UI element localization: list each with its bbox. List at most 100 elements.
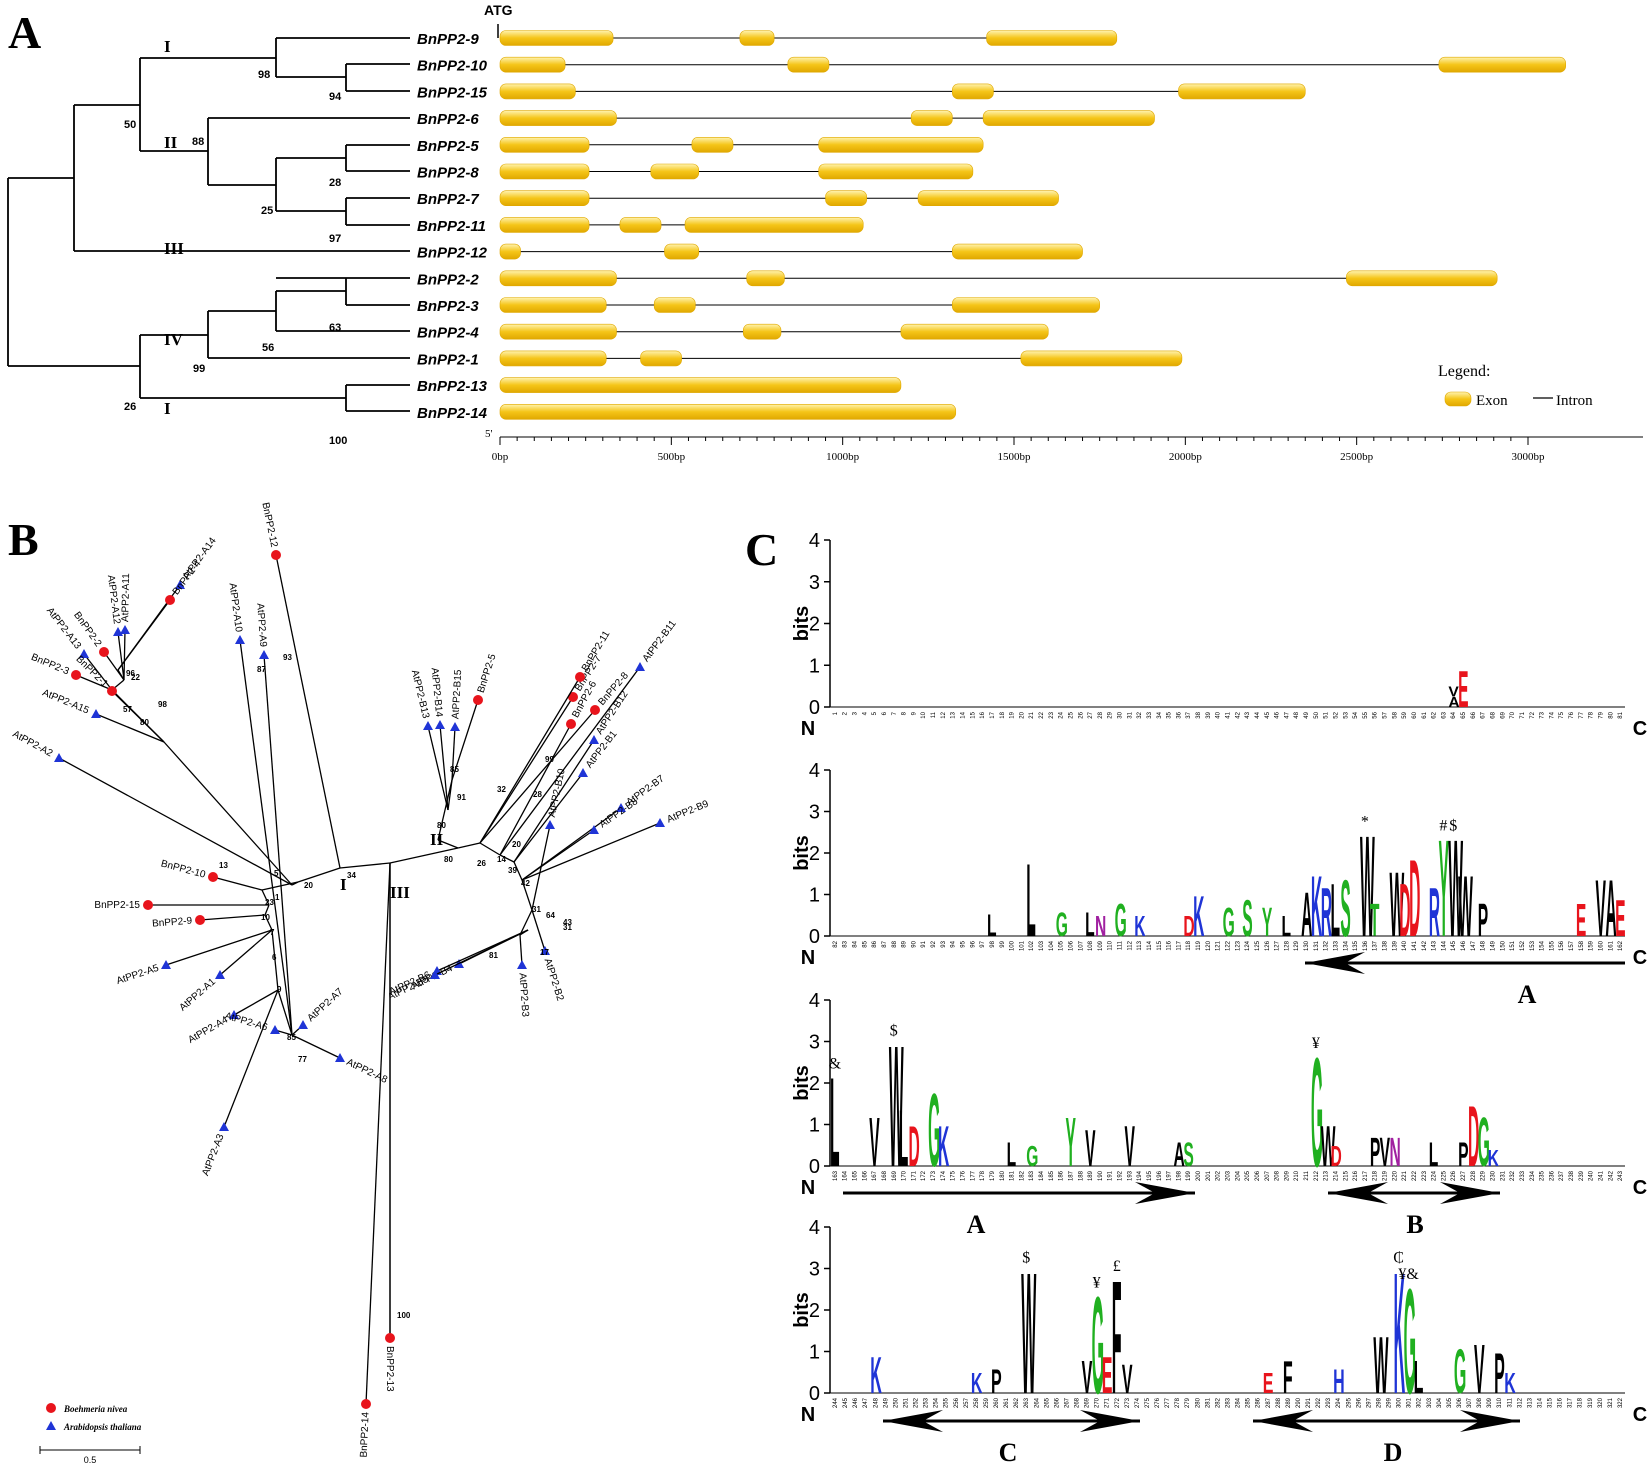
logo-position-label: 174 [941,1170,947,1181]
logo-position-label: 52 [1333,711,1339,718]
logo-position-label: 233 [1520,1170,1526,1181]
logo-position-label: 110 [1108,940,1114,950]
logo-position-label: 301 [1407,1397,1413,1408]
tree-branch [123,629,126,681]
logo-position-label: 13 [951,711,957,718]
bootstrap-value: 23 [265,898,274,907]
tree-branch [264,914,273,931]
logo-residue: D [1468,1089,1479,1185]
gene-label: BnPP2-8 [417,165,479,182]
boehmeria-marker [99,647,109,657]
arabidopsis-marker [270,1025,280,1034]
exon-box [1178,83,1306,100]
logo-position-label: 193 [1127,1170,1133,1181]
logo-residue: A [1605,864,1616,954]
logo-position-label: 250 [893,1397,899,1408]
logo-residue: R [1429,874,1440,951]
strand-arrow [843,1182,1195,1204]
logo-position-label: 78 [1589,711,1595,718]
logo-position-label: 94 [951,940,957,947]
logo-c-terminus: C [1633,718,1647,740]
logo-position-label: 158 [1579,940,1585,951]
logo-position-label: 244 [833,1397,839,1408]
gene-label: BnPP2-11 [417,218,486,235]
logo-residue: G [928,1072,940,1188]
group-label: III [164,239,184,258]
logo-position-label: 194 [1137,1170,1143,1181]
tree-branch [297,867,341,883]
logo-position-label: 114 [1147,940,1153,950]
logo-position-label: 60 [1412,711,1418,718]
logo-position-label: 90 [911,940,917,947]
arabidopsis-marker [215,970,225,979]
logo-residue: L [1429,1135,1439,1174]
logo-position-label: 161 [1608,940,1614,951]
tree-branch [212,876,263,891]
logo-position-label: 220 [1392,1170,1398,1181]
logo-position-label: 303 [1427,1397,1433,1408]
logo-position-label: 116 [1167,940,1173,950]
logo-residue: V [1082,1353,1093,1404]
arabidopsis-marker [235,635,245,644]
logo-residue: L [1085,905,1095,944]
arabidopsis-marker [298,1020,308,1029]
logo-residue: W [1458,859,1473,955]
logo-position-label: 176 [961,1170,967,1181]
logo-residue: N [1389,1130,1400,1175]
logo-residue: L [987,908,997,944]
tree-branch [457,842,481,849]
logo-position-label: 297 [1366,1397,1372,1408]
logo-y-tick-label: 3 [809,572,820,594]
tree-branch [111,690,165,743]
boehmeria-marker [473,695,483,705]
logo-residue: K [1488,1146,1500,1172]
logo-annotation: ₵ [1393,1250,1404,1267]
bootstrap-value: 81 [489,951,498,960]
tree-branch [519,934,523,966]
strand-head [1460,1410,1520,1432]
logo-position-label: 218 [1373,1170,1379,1181]
logo-residue: E [1102,1347,1113,1405]
logo-position-label: 306 [1457,1397,1463,1408]
arabidopsis-marker [219,1122,229,1131]
logo-position-label: 77 [1579,711,1585,718]
logo-position-label: 130 [1304,940,1310,951]
logo-position-label: 69 [1500,711,1506,718]
logo-position-label: 136 [1363,940,1369,951]
tree-branch [58,757,293,886]
logo-residue: W [1389,854,1404,957]
logo-position-label: 305 [1447,1397,1453,1408]
logo-residue: E [1458,661,1468,719]
logo-position-label: 274 [1135,1397,1141,1408]
logo-position-label: 86 [872,940,878,947]
logo-position-label: 170 [902,1170,908,1181]
exon-box [664,243,700,260]
logo-position-label: 199 [1186,1170,1192,1181]
logo-c-terminus: C [1633,1177,1647,1199]
logo-position-label: 115 [1157,940,1163,950]
logo-position-label: 111 [1118,940,1124,950]
leaf-label: AtPP2-A12 [105,574,122,625]
logo-position-label: 45 [1265,711,1271,718]
logo-position-label: 253 [924,1397,930,1408]
logo-n-terminus: N [801,718,815,740]
tree-branch [239,639,293,1036]
logo-position-label: 63 [1441,711,1447,718]
bootstrap-value: 99 [193,363,205,375]
logo-c-terminus: C [1633,947,1647,969]
logo-position-label: 17 [990,711,996,718]
logo-position-label: 260 [994,1397,1000,1408]
logo-position-label: 266 [1054,1397,1060,1408]
bootstrap-value: 94 [329,91,342,103]
logo-position-label: 81 [1618,711,1624,718]
tree-branch [479,842,501,856]
boehmeria-marker [385,1333,395,1343]
logo-position-label: 269 [1085,1397,1091,1408]
exon-box [982,110,1155,126]
logo-position-label: 224 [1432,1170,1438,1181]
logo-residue: V [1124,1114,1134,1178]
logo-position-label: 92 [931,940,937,947]
logo-position-label: 148 [1481,940,1487,951]
logo-position-label: 270 [1095,1397,1101,1408]
leaf-label: AtPP2-A8 [345,1057,390,1086]
